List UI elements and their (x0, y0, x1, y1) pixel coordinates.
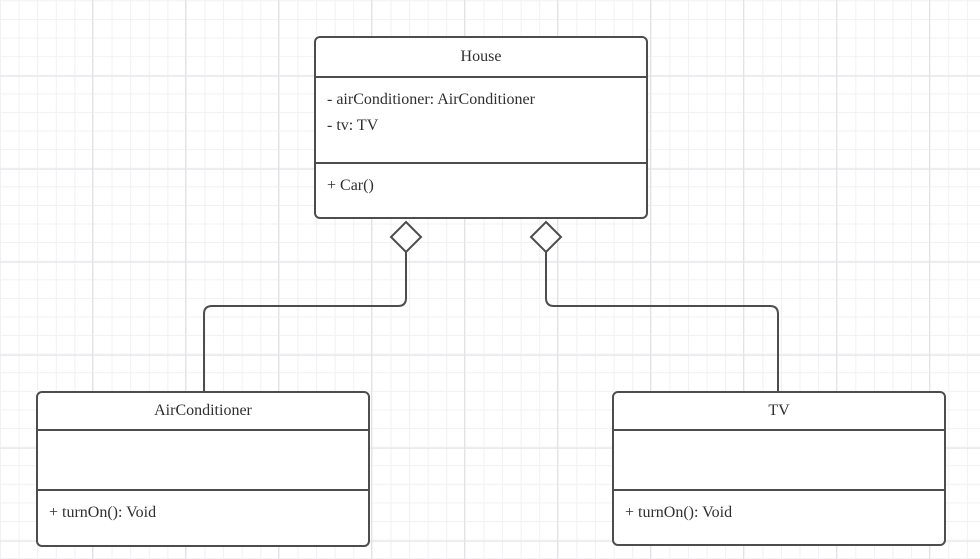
attribute-item: - airConditioner: AirConditioner (327, 91, 535, 108)
class-tv[interactable]: TV + turnOn(): Void (612, 391, 946, 546)
aggregation-diamond-airconditioner-icon[interactable] (389, 220, 423, 254)
method-item: + turnOn(): Void (625, 503, 733, 521)
method-item: + turnOn(): Void (49, 503, 157, 521)
class-tv-methods: + turnOn(): Void (614, 488, 944, 545)
class-house-attributes: - airConditioner: AirConditioner - tv: T… (316, 76, 646, 162)
attribute-item: - tv: TV (327, 117, 379, 134)
class-airconditioner-title: AirConditioner (154, 402, 252, 419)
class-house-methods: + Car() (316, 161, 646, 218)
aggregation-diamond-tv-icon[interactable] (529, 220, 563, 254)
aggregation-edge-house-airconditioner[interactable] (203, 252, 407, 391)
class-airconditioner[interactable]: AirConditioner + turnOn(): Void (36, 391, 370, 547)
class-house[interactable]: House - airConditioner: AirConditioner -… (314, 36, 648, 219)
class-tv-attributes (614, 429, 944, 489)
class-airconditioner-methods: + turnOn(): Void (38, 488, 368, 546)
method-item: + Car() (327, 176, 374, 194)
class-tv-title: TV (768, 402, 790, 419)
aggregation-edge-house-tv[interactable] (545, 252, 779, 391)
class-house-title: House (460, 48, 502, 65)
class-airconditioner-attributes (38, 429, 368, 489)
